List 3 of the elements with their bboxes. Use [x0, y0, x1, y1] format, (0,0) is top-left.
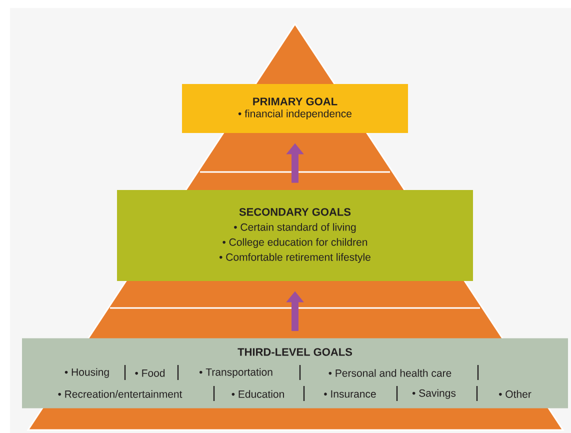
- goal-box: PRIMARY GOAL • financial independence: [182, 84, 408, 133]
- goal-box: SECONDARY GOALS • Certain standard of living • College education for children • Comfortable retirement lifestyle: [117, 190, 473, 281]
- goal-box: THIRD-LEVEL GOALS • Housing • Food • Transportation • Personal and health care • Recreation/entertainment • Education • Insurance • Savings • Other: [22, 338, 568, 408]
